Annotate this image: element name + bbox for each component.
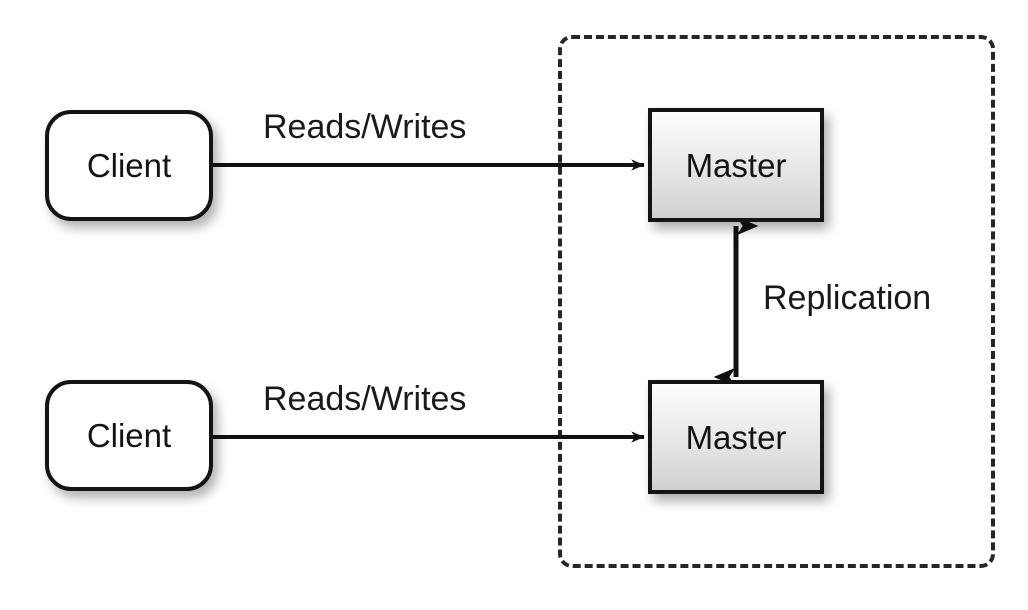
- node-client-top[interactable]: Client: [45, 110, 213, 221]
- node-label: Master: [685, 418, 787, 456]
- node-label: Master: [685, 146, 787, 184]
- edge-label-reads-writes-top: Reads/Writes: [263, 108, 467, 146]
- node-client-bottom[interactable]: Client: [45, 380, 213, 491]
- node-label: Client: [86, 417, 172, 454]
- node-label: Client: [86, 147, 172, 184]
- edge-label-reads-writes-bottom: Reads/Writes: [263, 380, 467, 418]
- cluster-boundary-dashed-box: [558, 35, 995, 568]
- node-master-top[interactable]: Master: [648, 108, 824, 222]
- edge-label-replication: Replication: [763, 279, 932, 317]
- node-master-bottom[interactable]: Master: [648, 380, 824, 494]
